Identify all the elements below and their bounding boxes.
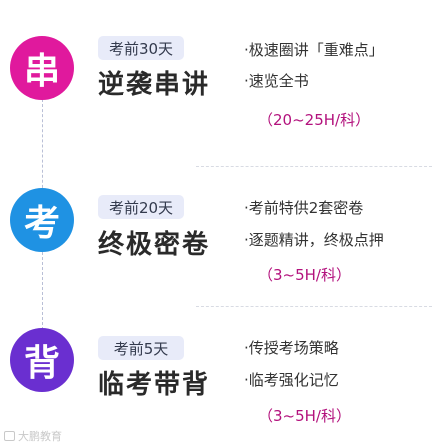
- timeline-connector-2: [42, 252, 43, 340]
- stage-duration: （3~5H/科）: [258, 407, 351, 425]
- divider: [196, 166, 432, 167]
- watermark-icon: [4, 431, 15, 441]
- stage-title: 逆袭串讲: [98, 70, 211, 100]
- stage-bullet: ·临考强化记忆: [244, 371, 339, 389]
- stage-duration: （3~5H/科）: [258, 266, 351, 284]
- stage-title: 临考带背: [98, 370, 211, 400]
- stage-bullet: ·考前特供2套密卷: [244, 199, 364, 217]
- stage-title: 终极密卷: [98, 230, 211, 260]
- stage-time-tag: 考前20天: [98, 195, 184, 219]
- stage-badge-char: 串: [23, 51, 60, 92]
- timeline-connector-1: [42, 99, 43, 203]
- stage-badge-char: 背: [23, 343, 60, 384]
- stage-time-tag: 考前5天: [98, 336, 184, 360]
- stage-badge-char: 考: [23, 203, 60, 244]
- stage-time-tag: 考前30天: [98, 36, 184, 60]
- stage-badge-icon: 背: [10, 328, 74, 392]
- stage-badge-icon: 考: [10, 188, 74, 252]
- divider: [196, 306, 432, 307]
- stage-bullet: ·极速圈讲「重难点」: [244, 41, 384, 59]
- stage-bullet: ·传授考场策略: [244, 339, 339, 357]
- watermark-text: 大鹏教育: [18, 430, 62, 443]
- stage-bullet: ·速览全书: [244, 72, 309, 90]
- watermark: 大鹏教育: [4, 428, 62, 444]
- stage-duration: （20~25H/科）: [258, 111, 371, 129]
- stage-bullet: ·逐题精讲，终极点押: [244, 231, 384, 249]
- stage-badge-icon: 串: [10, 36, 74, 100]
